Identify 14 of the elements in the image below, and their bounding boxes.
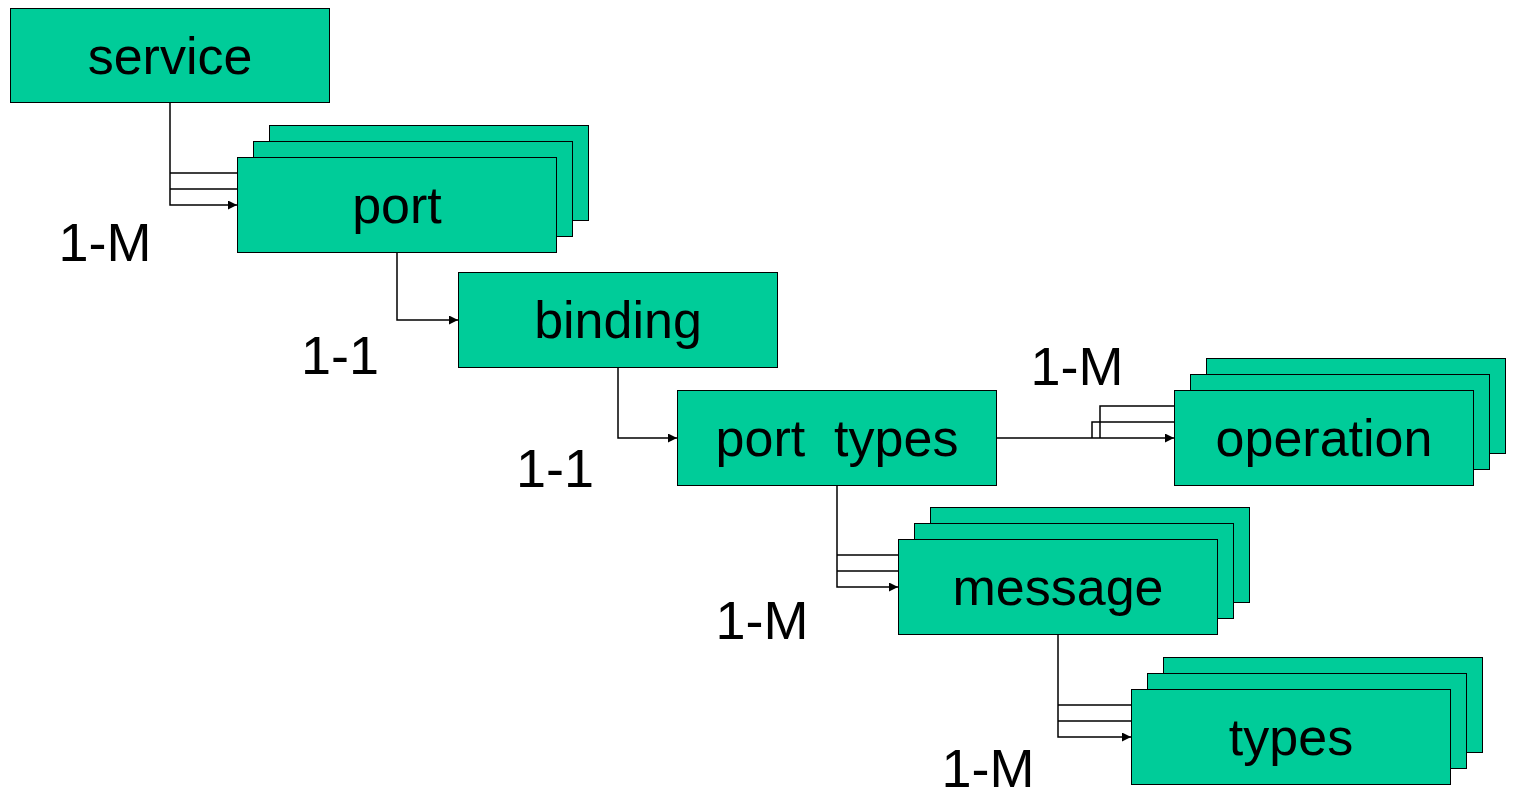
stacked-entity-drawing: [237, 125, 589, 253]
connector-arrow: [836, 485, 899, 592]
connector-arrow: [1057, 634, 1132, 742]
connector-arrow: [996, 405, 1175, 443]
entity-box: [10, 8, 330, 103]
entity-name: service: [87, 29, 253, 82]
entity-box: [677, 390, 997, 486]
stacked-entity-drawing: [1131, 657, 1483, 785]
stacked-entity-drawing: [898, 507, 1250, 635]
connector-arrow: [169, 102, 238, 210]
connector-arrow: [396, 252, 459, 325]
connector-arrow: [617, 367, 678, 443]
entity-box: [458, 272, 778, 368]
stacked-entity-drawing: [1174, 358, 1506, 486]
